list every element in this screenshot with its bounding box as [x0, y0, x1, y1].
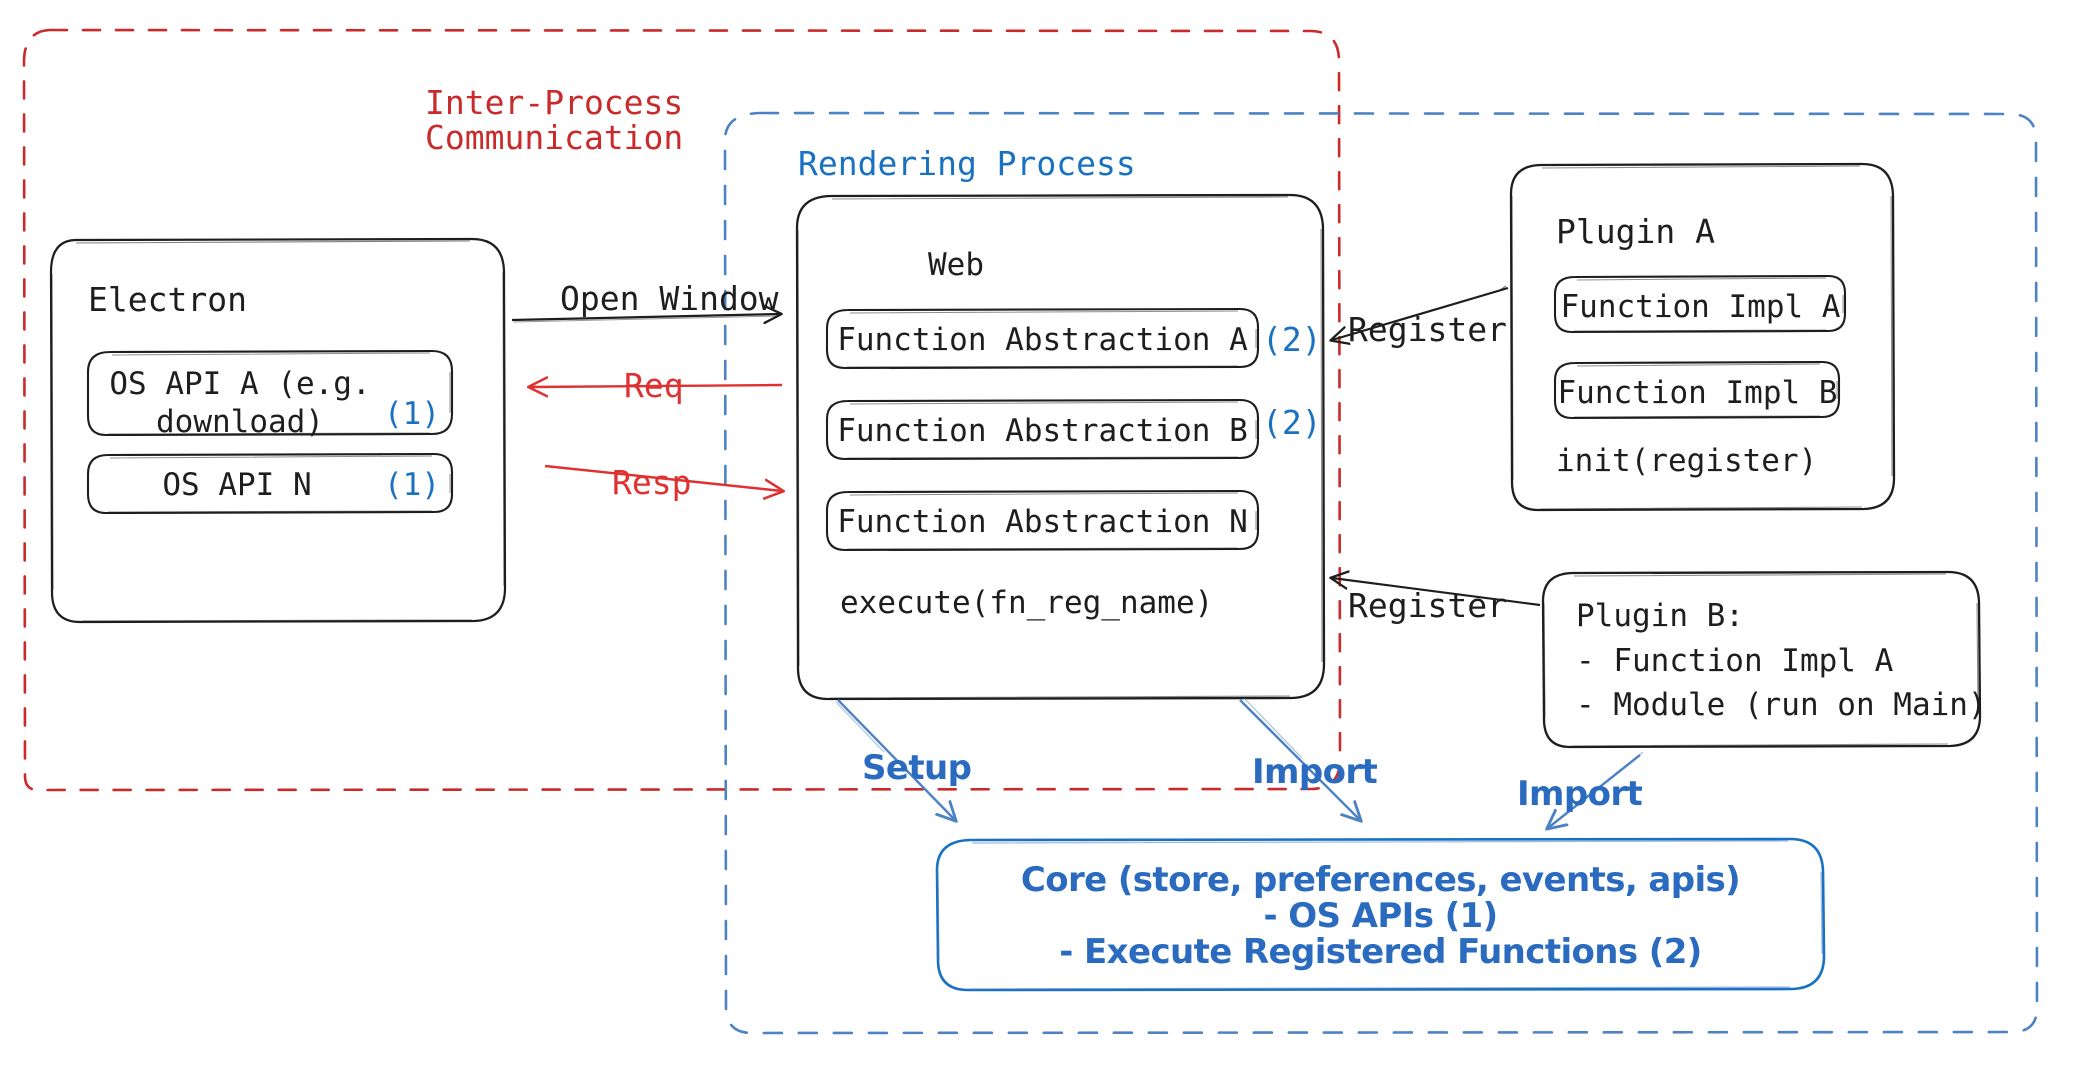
plugin-b-line-0: Plugin B: [1576, 598, 1744, 634]
rendering-process-label: Rendering Process [798, 144, 1136, 183]
edge-import-web-label: Import [1252, 752, 1378, 792]
edge-resp-label: Resp [612, 463, 692, 502]
plugin-a-footer: init(register) [1556, 443, 1818, 479]
plugin-a-item-0-label: Function Impl A [1560, 289, 1841, 325]
edge-open-window-label: Open Window [560, 279, 779, 318]
edge-setup-label: Setup [862, 748, 972, 788]
function-abstraction-b-label: Function Abstraction B [837, 413, 1248, 449]
plugin-a-item-1-label: Function Impl B [1557, 375, 1838, 411]
plugin-b-line-1: - Function Impl A [1576, 643, 1894, 679]
edge-register-b-label: Register [1348, 586, 1507, 625]
core-line-2: - Execute Registered Functions (2) [1059, 932, 1702, 972]
function-abstraction-a-label: Function Abstraction A [837, 322, 1248, 358]
edge-register-a-label: Register [1348, 310, 1507, 349]
edge-req-label: Req [624, 366, 684, 405]
ipc-container-label-line1: Inter-Process [425, 83, 684, 122]
os-api-a-marker: (1) [384, 396, 440, 432]
ipc-container-label-line2: Communication [425, 118, 684, 157]
core-line-1: - OS APIs (1) [1263, 896, 1498, 936]
function-abstraction-b-marker: (2) [1262, 403, 1322, 442]
edge-import-plugin-label: Import [1517, 774, 1643, 814]
function-abstraction-a-marker: (2) [1262, 320, 1322, 359]
web-title: Web [928, 247, 984, 283]
plugin-b-line-2: - Module (run on Main) [1576, 687, 1987, 723]
electron-title: Electron [88, 280, 247, 319]
plugin-a-title: Plugin A [1556, 212, 1715, 251]
os-api-a-label: OS API A (e.g. download) [109, 366, 371, 440]
os-api-n-marker: (1) [384, 467, 440, 503]
os-api-n-label: OS API N [162, 467, 312, 503]
function-abstraction-n-label: Function Abstraction N [837, 504, 1248, 540]
web-footer: execute(fn_reg_name) [840, 585, 1214, 621]
core-line-0: Core (store, preferences, events, apis) [1020, 860, 1741, 900]
